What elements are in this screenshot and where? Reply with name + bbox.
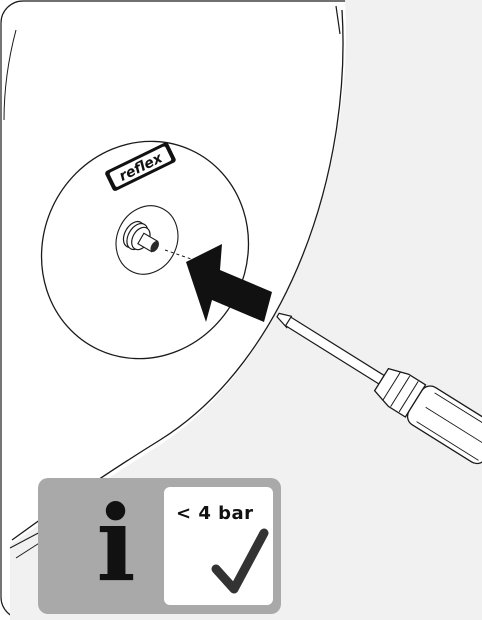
pressure-label: < 4 bar [176,503,254,524]
vessel-shadow [10,0,482,620]
vessel-edge-short [335,5,341,35]
info-panel: i < 4 bar [38,478,281,614]
vessel-edge-left [3,29,17,121]
guide-line [164,249,195,261]
screwdriver-icon [276,312,482,465]
info-icon: i [96,482,136,605]
valve-fitting [122,220,159,253]
pressure-check-box: < 4 bar [164,487,273,605]
insert-arrow [186,244,272,322]
checkmark-icon [211,528,269,594]
